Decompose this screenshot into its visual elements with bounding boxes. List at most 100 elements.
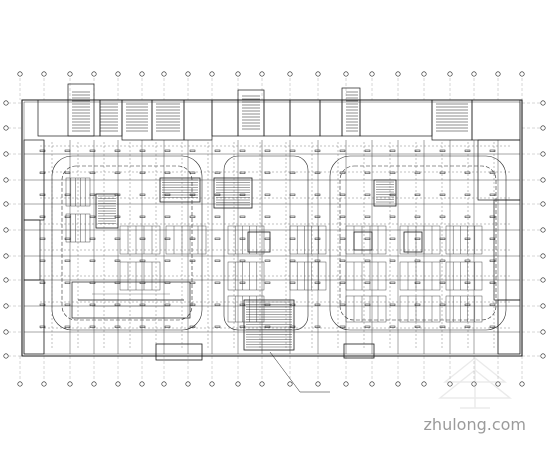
light-fixture bbox=[414, 215, 421, 218]
light-fixture bbox=[39, 149, 46, 152]
light-fixture bbox=[339, 237, 346, 240]
light-fixture bbox=[464, 215, 471, 218]
light-fixture bbox=[439, 171, 446, 174]
axis-bubble bbox=[3, 329, 9, 335]
light-fixture bbox=[164, 171, 171, 174]
light-fixture bbox=[464, 303, 471, 306]
light-fixture bbox=[39, 303, 46, 306]
light-fixture bbox=[89, 303, 96, 306]
light-fixture bbox=[314, 237, 321, 240]
light-fixture bbox=[264, 325, 271, 328]
light-fixture bbox=[464, 325, 471, 328]
light-fixture bbox=[489, 259, 496, 262]
light-fixture bbox=[364, 325, 371, 328]
axis-bubble bbox=[3, 227, 9, 233]
axis-bubble bbox=[495, 381, 501, 387]
light-fixture bbox=[389, 215, 396, 218]
axis-bubble bbox=[3, 303, 9, 309]
light-fixture bbox=[289, 149, 296, 152]
axis-bubble bbox=[3, 353, 9, 359]
light-fixture bbox=[214, 193, 221, 196]
light-fixture bbox=[189, 215, 196, 218]
axis-bubble bbox=[447, 71, 453, 77]
ramp bbox=[71, 281, 191, 319]
light-fixture bbox=[339, 281, 346, 284]
stall-block bbox=[227, 225, 265, 255]
light-fixture bbox=[364, 259, 371, 262]
light-fixture bbox=[364, 215, 371, 218]
light-fixture bbox=[314, 281, 321, 284]
light-fixture bbox=[189, 259, 196, 262]
axis-bubble bbox=[91, 71, 97, 77]
light-fixture bbox=[214, 325, 221, 328]
light-fixture bbox=[364, 193, 371, 196]
light-fixture bbox=[139, 303, 146, 306]
light-fixture bbox=[164, 149, 171, 152]
axis-bubble bbox=[235, 381, 241, 387]
light-fixture bbox=[139, 215, 146, 218]
light-fixture bbox=[89, 325, 96, 328]
light-fixture bbox=[489, 303, 496, 306]
light-fixture bbox=[139, 281, 146, 284]
axis-grid-lines bbox=[8, 78, 540, 380]
light-fixture bbox=[139, 259, 146, 262]
light-fixture bbox=[339, 193, 346, 196]
light-fixture bbox=[389, 149, 396, 152]
axis-bubble bbox=[421, 381, 427, 387]
axis-bubble bbox=[3, 201, 9, 207]
light-fixture bbox=[239, 281, 246, 284]
light-fixture bbox=[264, 193, 271, 196]
light-fixture bbox=[264, 237, 271, 240]
axis-bubble bbox=[519, 71, 525, 77]
light-fixture bbox=[164, 193, 171, 196]
light-fixture bbox=[264, 281, 271, 284]
axis-bubble bbox=[421, 71, 427, 77]
light-fixture bbox=[289, 237, 296, 240]
light-fixture bbox=[389, 193, 396, 196]
light-fixture bbox=[339, 325, 346, 328]
axis-bubble bbox=[315, 381, 321, 387]
light-fixture bbox=[214, 237, 221, 240]
axis-bubble bbox=[395, 381, 401, 387]
light-fixture bbox=[189, 171, 196, 174]
light-fixture bbox=[439, 149, 446, 152]
axis-bubble bbox=[209, 381, 215, 387]
light-fixture bbox=[64, 303, 71, 306]
light-fixture bbox=[264, 171, 271, 174]
axis-bubble bbox=[3, 100, 9, 106]
axis-bubble bbox=[161, 381, 167, 387]
light-fixture bbox=[264, 303, 271, 306]
light-fixture bbox=[64, 171, 71, 174]
axis-bubble bbox=[287, 381, 293, 387]
light-fixture bbox=[64, 281, 71, 284]
light-fixture bbox=[289, 193, 296, 196]
axis-bubble bbox=[540, 177, 546, 183]
light-fixture bbox=[389, 281, 396, 284]
light-fixture bbox=[114, 237, 121, 240]
light-fixture bbox=[89, 193, 96, 196]
axis-bubble bbox=[235, 71, 241, 77]
light-fixture bbox=[39, 171, 46, 174]
light-fixture bbox=[489, 281, 496, 284]
light-fixture bbox=[139, 171, 146, 174]
light-fixture bbox=[214, 259, 221, 262]
axis-bubble bbox=[259, 71, 265, 77]
light-fixture bbox=[414, 303, 421, 306]
light-fixture bbox=[414, 281, 421, 284]
light-fixture bbox=[289, 215, 296, 218]
light-fixture bbox=[139, 149, 146, 152]
axis-bubble bbox=[447, 381, 453, 387]
light-fixture bbox=[89, 171, 96, 174]
axis-bubble bbox=[287, 71, 293, 77]
light-fixture bbox=[114, 303, 121, 306]
light-fixture bbox=[289, 325, 296, 328]
light-fixture bbox=[489, 215, 496, 218]
light-fixture bbox=[189, 325, 196, 328]
light-fixture bbox=[239, 303, 246, 306]
light-fixture bbox=[464, 259, 471, 262]
light-fixture bbox=[289, 259, 296, 262]
light-fixture bbox=[489, 325, 496, 328]
light-fixture bbox=[464, 237, 471, 240]
light-fixture bbox=[164, 325, 171, 328]
